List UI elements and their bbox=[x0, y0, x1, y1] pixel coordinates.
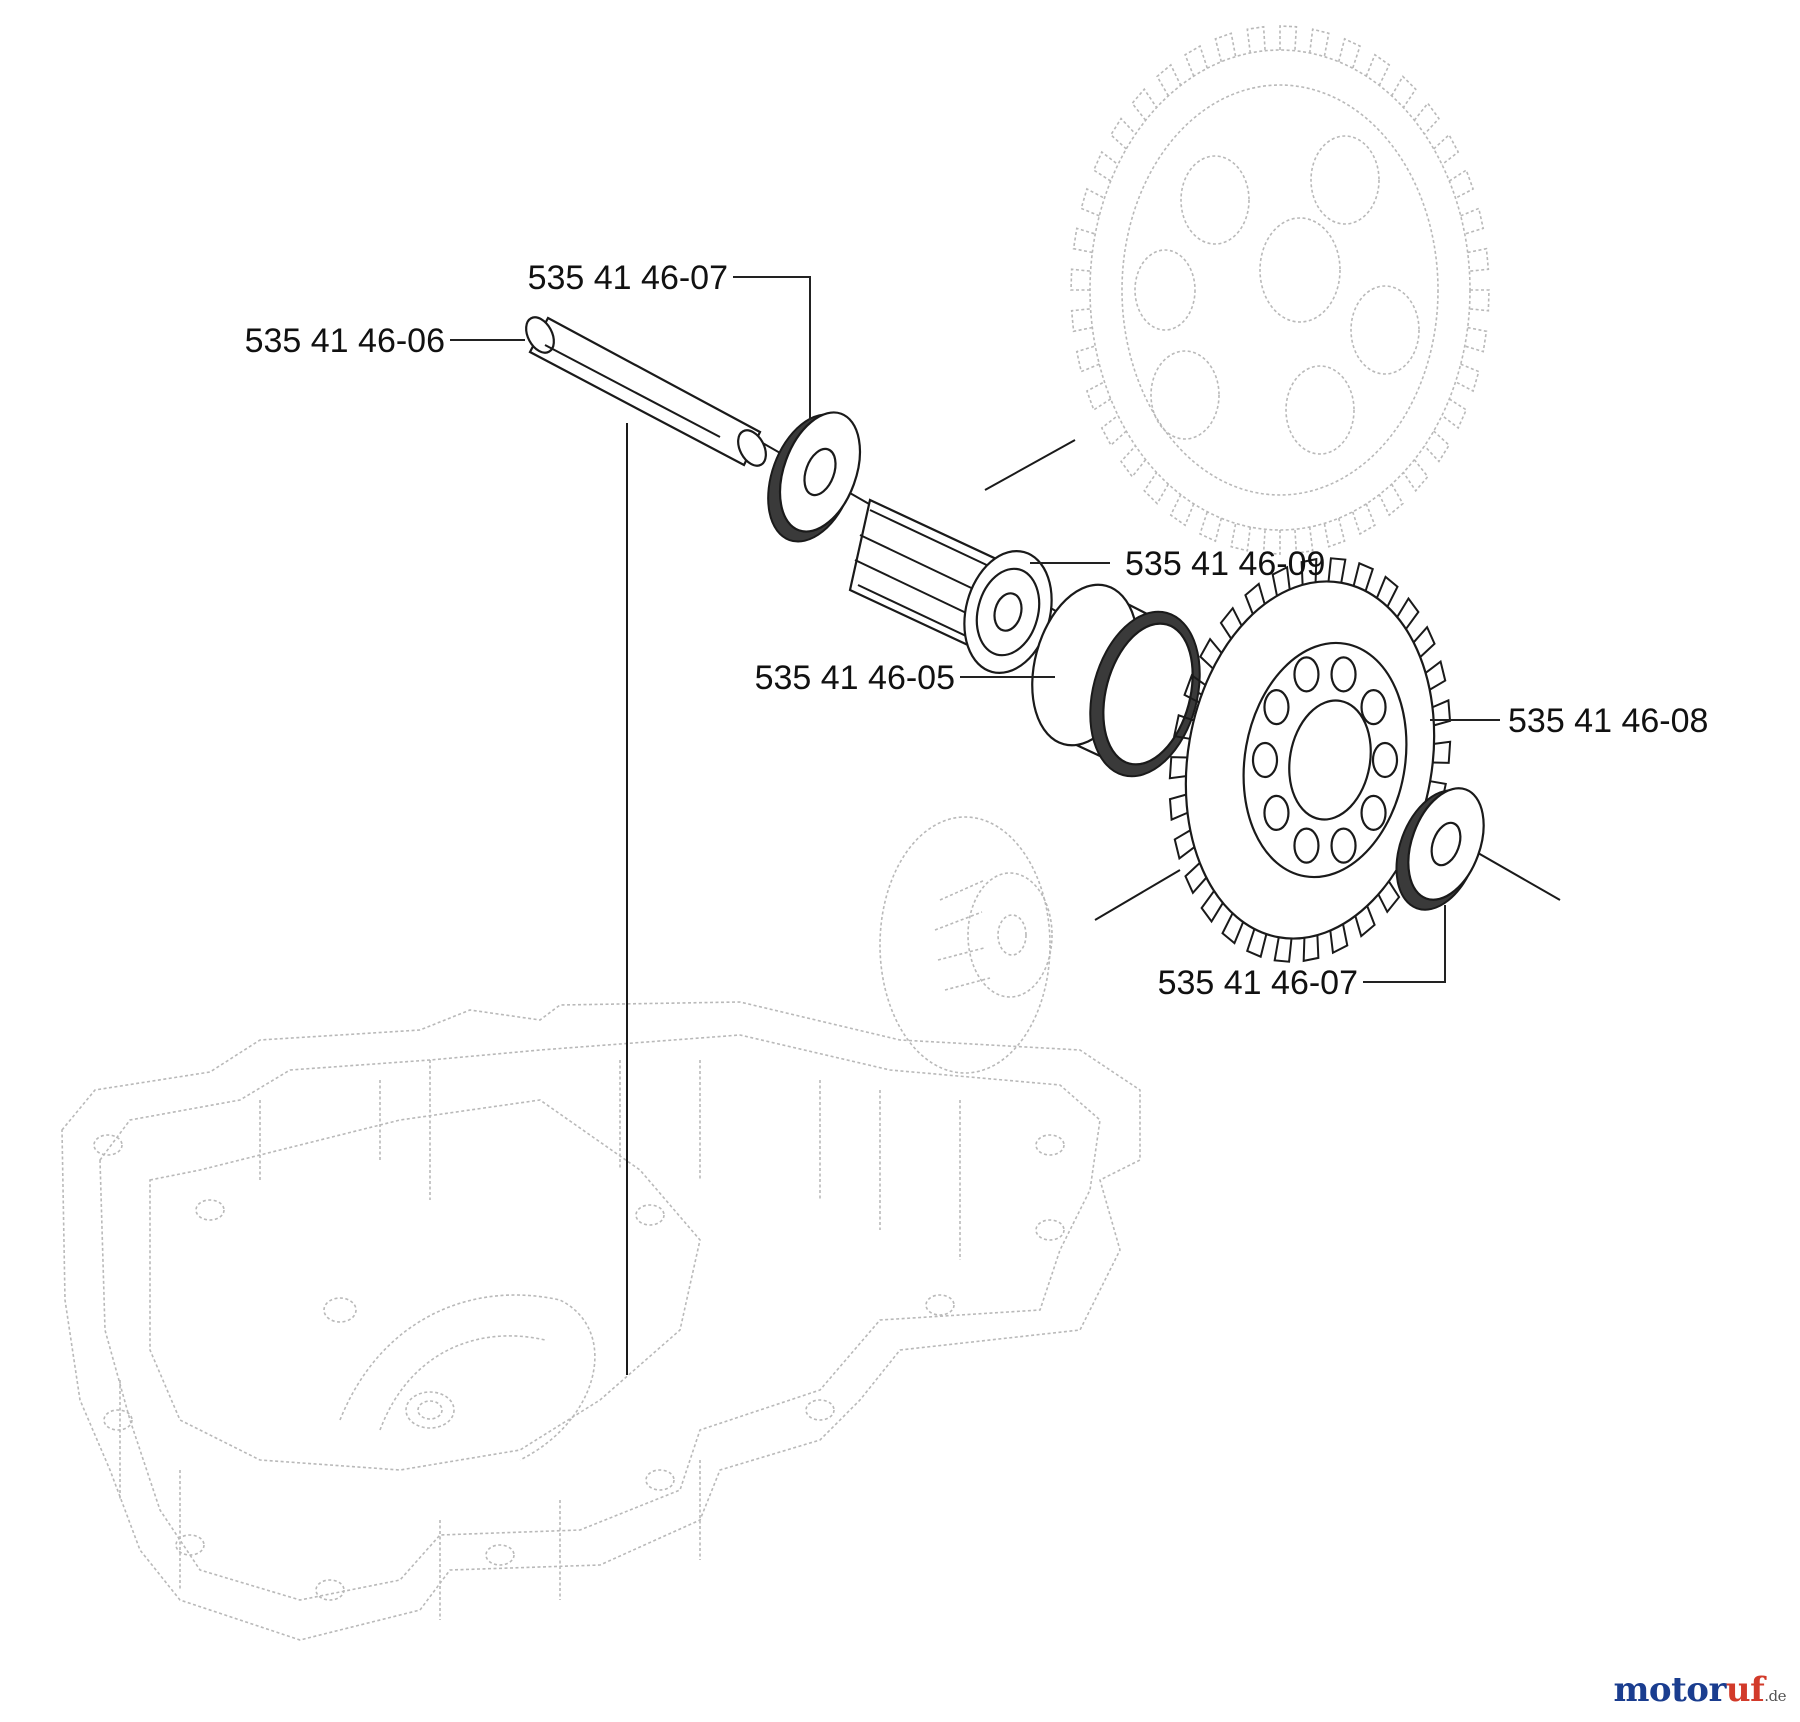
ghost-small-pinion bbox=[879, 816, 1053, 1074]
bushing bbox=[1031, 583, 1201, 778]
shaft bbox=[525, 316, 767, 467]
ghost-housing bbox=[61, 1001, 1141, 1641]
washer-upper bbox=[767, 411, 862, 543]
label-shaft: 535 41 46-06 bbox=[245, 322, 445, 360]
washer-lower bbox=[1395, 787, 1485, 911]
watermark-logo: motoruf.de bbox=[1613, 1670, 1786, 1710]
label-bushing: 535 41 46-05 bbox=[755, 659, 955, 697]
pinion bbox=[848, 498, 1053, 674]
gear bbox=[1168, 557, 1452, 963]
label-washer-lower: 535 41 46-07 bbox=[1158, 964, 1358, 1002]
leader-lines bbox=[450, 276, 1500, 983]
label-washer-upper: 535 41 46-07 bbox=[528, 259, 728, 297]
part-labels: 535 41 46-06 535 41 46-07 535 41 46-09 5… bbox=[245, 259, 1709, 1002]
label-gear: 535 41 46-08 bbox=[1508, 702, 1708, 740]
ghost-large-gear bbox=[1070, 25, 1490, 555]
label-pinion: 535 41 46-09 bbox=[1125, 545, 1325, 583]
